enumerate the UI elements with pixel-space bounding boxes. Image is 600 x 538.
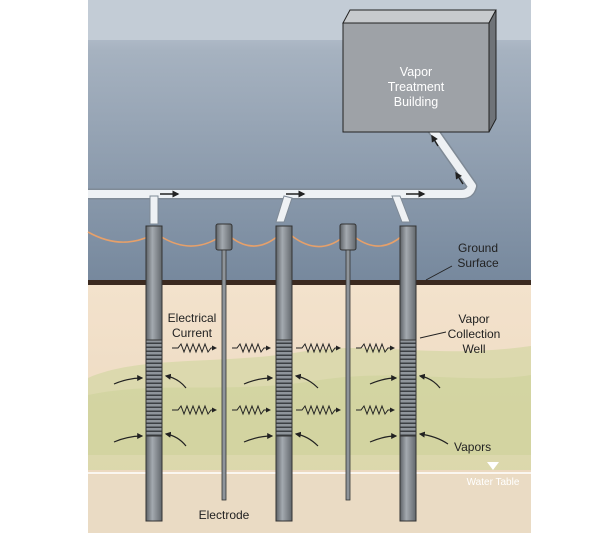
water-table-marker-icon bbox=[487, 462, 499, 470]
vapor-collection-well-label-line-1: Vapor bbox=[458, 312, 489, 326]
ground-surface-label-line-1: Ground bbox=[458, 241, 498, 255]
water-table-label: Water Table bbox=[467, 477, 520, 488]
power-line-2 bbox=[159, 235, 219, 247]
electrical-current-label-line-1: Electrical bbox=[168, 311, 217, 325]
electrode-2 bbox=[339, 223, 357, 501]
power-line-4 bbox=[291, 235, 343, 248]
collection-pipe bbox=[88, 123, 476, 198]
power-line-5 bbox=[355, 235, 403, 247]
power-line-3 bbox=[231, 235, 279, 247]
electrical-current-label-line-2: Current bbox=[172, 326, 213, 340]
vapor-collection-well-2 bbox=[275, 225, 293, 522]
vapor-collection-well-3 bbox=[399, 225, 417, 522]
vapor-collection-well-label-line-2: Collection bbox=[448, 327, 501, 341]
ground-surface-line bbox=[88, 280, 531, 285]
ground-surface-label-line-2: Surface bbox=[457, 256, 499, 270]
building-label-line-2: Treatment bbox=[388, 80, 445, 94]
vapor-treatment-building: Vapor Treatment Building bbox=[342, 9, 497, 133]
vapor-collection-well-label-line-3: Well bbox=[462, 342, 485, 356]
vapor-collection-well-1 bbox=[145, 225, 163, 522]
label-leader-lines bbox=[419, 265, 453, 339]
pipe-risers bbox=[149, 195, 411, 225]
building-label-line-3: Building bbox=[394, 95, 439, 109]
electrode-1 bbox=[215, 223, 233, 501]
electrode-label: Electrode bbox=[199, 508, 250, 522]
vapor-flow-arrows bbox=[113, 373, 449, 447]
vapors-label: Vapors bbox=[454, 440, 491, 454]
electrical-current-arrows bbox=[172, 342, 395, 416]
building-label-line-1: Vapor bbox=[400, 65, 432, 79]
power-line-1 bbox=[87, 231, 151, 243]
pipe-flow-arrows bbox=[160, 134, 464, 198]
